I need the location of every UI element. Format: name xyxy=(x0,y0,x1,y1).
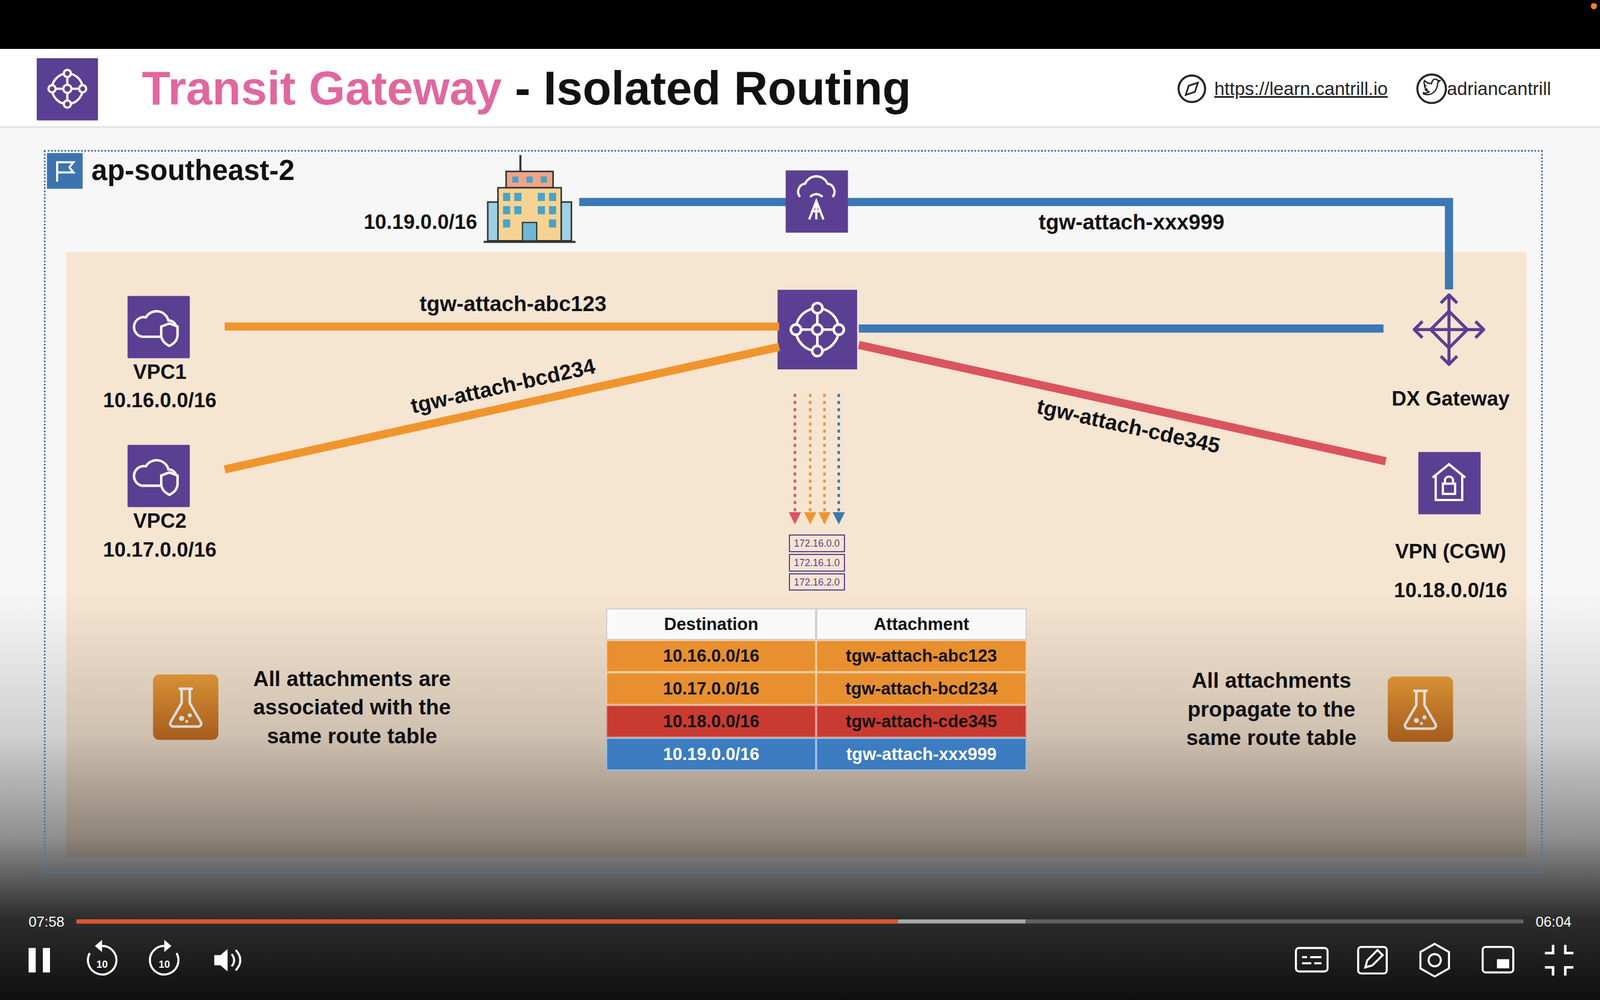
on-premises-site: 10.19.0.0/16 xyxy=(357,155,580,247)
timestamp: 07:58 xyxy=(28,912,64,931)
node-label: 10.18.0.0/16 xyxy=(1393,571,1508,610)
route-entry: 172.16.0.0 xyxy=(788,534,845,552)
route-entry-text: 172.16.0.0 xyxy=(793,537,840,550)
vpn-node: VPN (CGW)10.18.0.0/16 xyxy=(1385,451,1516,614)
dx-location-symbol xyxy=(798,176,835,220)
skip-seconds: 10 xyxy=(94,958,110,971)
skip-seconds-text: 10 xyxy=(96,958,108,971)
attachment-label: tgw-attach-abc123 xyxy=(419,291,607,317)
node-label: 10.19.0.0/16 xyxy=(363,210,478,235)
table-cell: tgw-attach-xxx999 xyxy=(816,737,1027,771)
note-text: All attachments propagate to the same ro… xyxy=(1169,666,1374,752)
website-link-text: https://learn.cantrill.io xyxy=(1214,77,1388,100)
table-cell: tgw-attach-bcd234 xyxy=(816,672,1027,705)
attachment-label-text: tgw-attach-xxx999 xyxy=(1038,209,1225,235)
dx-gateway: DX Gateway xyxy=(1383,289,1518,418)
node-label: 10.17.0.0/16 xyxy=(103,535,217,564)
transit-gateway xyxy=(779,291,859,372)
note: All attachments are associated with the … xyxy=(233,664,471,750)
timestamp-text: 07:58 xyxy=(28,912,64,931)
table-cell-text: 10.18.0.0/16 xyxy=(662,710,760,733)
route-entry: 172.16.2.0 xyxy=(788,573,845,591)
node-label: ap-southeast-2 xyxy=(91,152,1542,188)
table-cell-text: tgw-attach-bcd234 xyxy=(845,677,998,700)
table-header: Destination xyxy=(606,608,817,640)
attachment-label-text: tgw-attach-abc123 xyxy=(419,291,607,317)
attachment-line xyxy=(224,346,779,469)
node-label: VPC2 xyxy=(133,506,187,535)
twitter-handle-text: adriancantrill xyxy=(1446,77,1551,100)
table-cell: 10.17.0.0/16 xyxy=(606,672,817,705)
timestamp-text: 06:04 xyxy=(1535,912,1572,931)
node-label: 10.16.0.0/16 xyxy=(103,386,217,415)
table-header-text: Destination xyxy=(663,613,759,635)
node-label: VPN (CGW) xyxy=(1395,532,1507,572)
table-cell: 10.19.0.0/16 xyxy=(606,737,817,771)
table-header-text: Attachment xyxy=(873,613,970,635)
route-entry: 172.16.1.0 xyxy=(788,553,845,572)
slide-title: Transit Gateway - Isolated Routing xyxy=(141,60,912,118)
table-cell-text: 10.17.0.0/16 xyxy=(662,677,760,700)
table-cell: tgw-attach-abc123 xyxy=(816,640,1027,673)
table-cell-text: tgw-attach-xxx999 xyxy=(846,743,997,765)
dx-location-icon xyxy=(785,170,848,233)
attachment-line xyxy=(858,324,1384,333)
vpc-node: VPC210.17.0.0/16 xyxy=(95,444,225,568)
table-cell-text: 10.19.0.0/16 xyxy=(662,743,760,765)
table-cell: 10.18.0.0/16 xyxy=(606,705,817,738)
attachment-line xyxy=(579,202,1450,290)
node-label: VPC1 xyxy=(133,357,187,387)
node-label: DX Gateway xyxy=(1391,384,1510,413)
table-header: Attachment xyxy=(816,608,1027,640)
vpc-node: VPC110.16.0.0/16 xyxy=(95,295,225,419)
attachment-line xyxy=(224,322,779,331)
attachment-label: tgw-attach-xxx999 xyxy=(1038,209,1225,235)
skip-seconds-text: 10 xyxy=(158,958,170,971)
attachment-line xyxy=(858,345,1387,462)
note: All attachments propagate to the same ro… xyxy=(1169,666,1374,752)
table-cell-text: 10.16.0.0/16 xyxy=(662,645,760,667)
note-text: All attachments are associated with the … xyxy=(233,664,471,750)
table-cell-text: tgw-attach-abc123 xyxy=(845,645,997,667)
website-link: https://learn.cantrill.io xyxy=(1214,77,1388,100)
route-entry-text: 172.16.1.0 xyxy=(793,556,840,569)
table-cell: tgw-attach-cde345 xyxy=(816,705,1027,738)
timestamp: 06:04 xyxy=(1535,912,1572,931)
table-cell-text: tgw-attach-cde345 xyxy=(845,710,997,733)
table-cell: 10.16.0.0/16 xyxy=(606,640,817,673)
route-entry-text: 172.16.2.0 xyxy=(793,576,840,589)
skip-seconds: 10 xyxy=(156,958,173,971)
twitter-handle: adriancantrill xyxy=(1446,77,1551,100)
